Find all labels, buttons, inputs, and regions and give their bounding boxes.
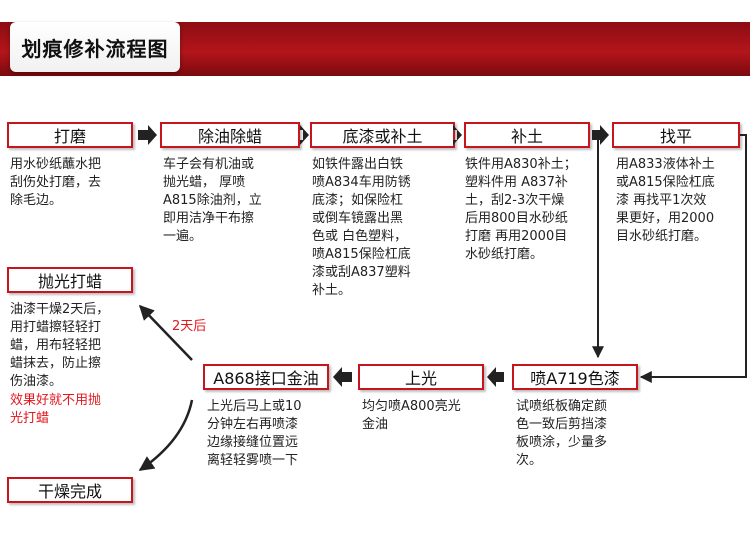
step-clearcoat-desc: 均匀喷A800亮光 金油 — [362, 399, 461, 432]
step-primer-or-filler-desc: 如铁件露出白铁 喷A834车用防锈 底漆；如保险杠 或倒车镜露出黑 色或 白色塑… — [312, 157, 411, 298]
polish-optional-note: 效果好就不用抛 光打蜡 — [10, 393, 102, 426]
step-dry-complete: 干燥完成 — [7, 477, 133, 503]
step-clearcoat: 上光 — [358, 364, 484, 390]
arrow-right-1 — [138, 125, 157, 145]
step-sanding-desc: 用水砂纸蘸水把 刮伤处打磨，去 除毛边。 — [10, 157, 102, 208]
step-color-paint-desc: 试喷纸板确定颜 色一致后剪挡漆 板喷涂，少量多 次。 — [516, 399, 608, 468]
step-primer-or-filler: 底漆或补土 — [310, 122, 455, 148]
step-degrease: 除油除蜡 — [160, 122, 300, 148]
step-polish-wax-desc: 油漆干燥2天后， 用打蜡擦轻轻打 蜡，用布轻轻把 蜡抹去，防止擦 伤油漆。 — [10, 302, 110, 389]
arrow-left-1 — [487, 367, 504, 387]
step-degrease-desc: 车子会有机油或 抛光蜡， 厚喷 A815除油剂，立 即用洁净干布擦 一遍。 — [163, 157, 262, 244]
page-title: 划痕修补流程图 — [10, 22, 180, 72]
step-blend-clear: A868接口金油 — [203, 364, 329, 390]
arrow-left-2 — [333, 367, 352, 387]
wait-label: 2天后 — [172, 319, 207, 334]
connector-to-dry — [138, 399, 194, 472]
step-polish-wax: 抛光打蜡 — [7, 267, 133, 293]
connector-to-polish — [138, 304, 193, 361]
step-color-paint: 喷A719色漆 — [512, 364, 638, 390]
arrow-right-4 — [592, 125, 609, 145]
step-leveling: 找平 — [612, 122, 740, 148]
step-filler-desc: 铁件用A830补土； 塑料件用 A837补 土，刮2-3次干燥 后用800目水砂… — [465, 157, 577, 262]
step-blend-clear-desc: 上光后马上或10 分钟左右再喷漆 边缘接缝位置远 离轻轻雾喷一下 — [207, 399, 302, 468]
arrow-right-2 — [300, 125, 309, 145]
arrow-right-3 — [453, 125, 462, 145]
step-leveling-desc: 用A833液体补土 或A815保险杠底 漆 再找平1次效 果更好，用2000 目… — [616, 157, 715, 244]
step-filler: 补土 — [464, 122, 590, 148]
connector-leveling-to-paint — [639, 134, 747, 383]
step-sanding: 打磨 — [7, 122, 133, 148]
